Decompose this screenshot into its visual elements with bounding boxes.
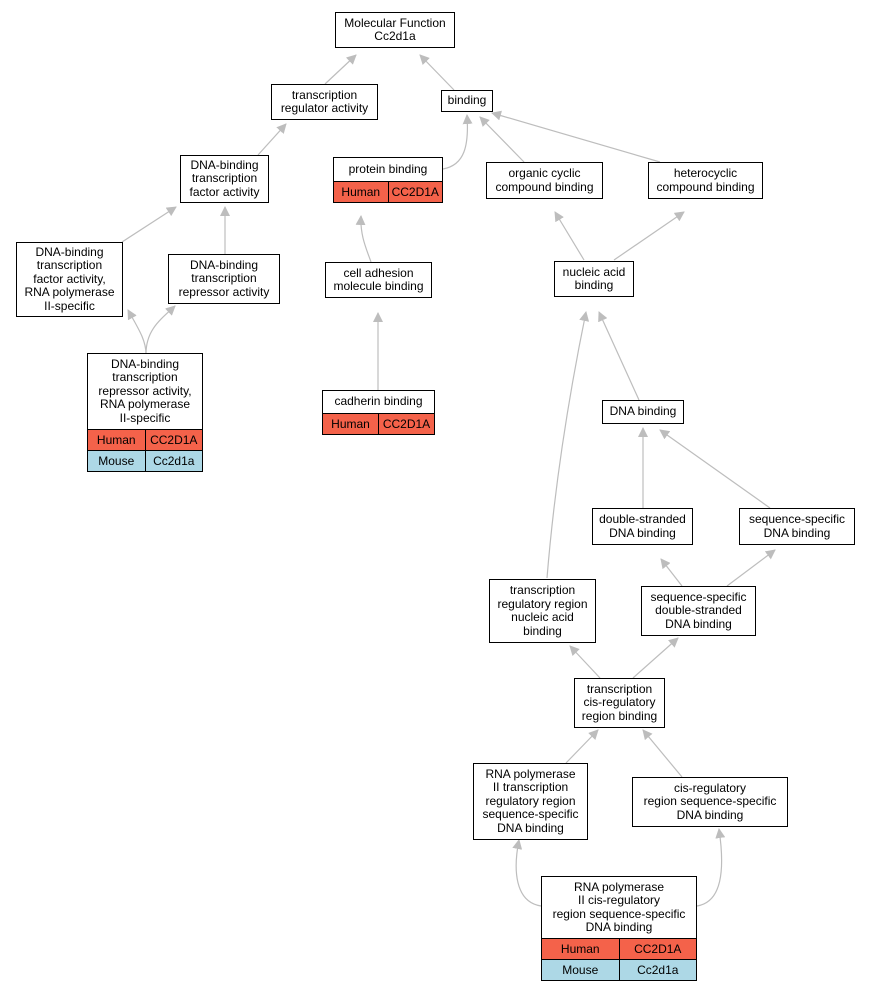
- node-label: cell adhesion molecule binding: [333, 265, 424, 293]
- edge-tcrrb-trrnab: [569, 645, 601, 679]
- node-binding[interactable]: binding: [441, 90, 493, 112]
- node-label: cis-regulatory region sequence-specific …: [643, 780, 777, 822]
- node-dna-binding-transcription-factor-activity[interactable]: DNA-binding transcription factor activit…: [180, 155, 269, 203]
- node-label: organic cyclic compound binding: [495, 166, 594, 194]
- annotation-row-human: Human CC2D1A: [334, 181, 442, 202]
- node-heterocyclic-compound-binding[interactable]: heterocyclic compound binding: [648, 162, 763, 199]
- node-dna-binding-repressor-rnap2[interactable]: DNA-binding transcription repressor acti…: [87, 353, 203, 472]
- node-sequence-specific-double-stranded-dna-binding[interactable]: sequence-specific double-stranded DNA bi…: [641, 586, 756, 636]
- node-label: binding: [447, 93, 487, 108]
- species-cell: Human: [96, 433, 136, 447]
- node-label: DNA-binding transcription factor activit…: [24, 244, 115, 313]
- node-label: DNA-binding transcription repressor acti…: [98, 356, 192, 425]
- edge-crrss-tcrrb: [642, 729, 683, 778]
- edge-ssdsdna-ssdna: [726, 549, 776, 587]
- edge-tcrrb-ssdsdna: [632, 637, 679, 679]
- edge-ocb-binding: [479, 116, 525, 163]
- node-label: DNA-binding transcription repressor acti…: [178, 257, 270, 299]
- node-dna-binding-tf-activity-rnap2[interactable]: DNA-binding transcription factor activit…: [16, 242, 123, 317]
- edge-camb-protein: [355, 215, 372, 263]
- gene-cell: Cc2d1a: [144, 451, 203, 471]
- node-label: Molecular Function Cc2d1a: [344, 15, 446, 43]
- edge-dbtfa-rnap2-dbtfa: [121, 206, 177, 243]
- node-rnap2-transcription-regulatory-region-binding[interactable]: RNA polymerase II transcription regulato…: [473, 763, 588, 840]
- node-molecular-function[interactable]: Molecular Function Cc2d1a: [335, 12, 455, 48]
- edge-nab-ocb: [554, 211, 585, 261]
- node-label: protein binding: [348, 161, 428, 176]
- edge-protein-binding: [442, 114, 473, 170]
- species-cell: Human: [560, 942, 600, 956]
- edge-hcb-binding: [491, 110, 661, 163]
- node-label: DNA-binding transcription factor activit…: [189, 157, 260, 199]
- gene-cell: CC2D1A: [144, 430, 203, 450]
- node-transcription-regulatory-region-nucleic-acid-binding[interactable]: transcription regulatory region nucleic …: [489, 579, 596, 643]
- node-transcription-regulator-activity[interactable]: transcription regulator activity: [271, 84, 378, 120]
- node-cadherin-binding[interactable]: cadherin binding Human CC2D1A: [322, 390, 435, 435]
- node-label: sequence-specific double-stranded DNA bi…: [650, 589, 747, 631]
- edge-rnap2cr-rnap2trr: [512, 839, 542, 907]
- node-label: transcription regulatory region nucleic …: [497, 583, 588, 638]
- gene-cell: CC2D1A: [618, 939, 697, 959]
- node-label: DNA binding: [609, 404, 677, 419]
- gene-cell: CC2D1A: [387, 182, 443, 202]
- node-label: transcription cis-regulatory region bind…: [581, 681, 658, 723]
- node-label: nucleic acid binding: [562, 264, 626, 292]
- node-dna-binding[interactable]: DNA binding: [602, 400, 684, 424]
- node-sequence-specific-dna-binding[interactable]: sequence-specific DNA binding: [739, 508, 855, 545]
- edge-binding-mf: [419, 54, 455, 91]
- node-protein-binding[interactable]: protein binding Human CC2D1A: [333, 157, 443, 203]
- node-rnap2-cis-regulatory-region-binding[interactable]: RNA polymerase II cis-regulatory region …: [541, 876, 697, 981]
- edge-ssdna-dnab: [659, 429, 771, 509]
- node-cis-regulatory-region-sequence-specific-dna-binding[interactable]: cis-regulatory region sequence-specific …: [632, 777, 788, 827]
- gene-cell: Cc2d1a: [618, 960, 697, 980]
- edge-rnap2trr-tcrrb: [565, 729, 599, 764]
- species-cell: Mouse: [98, 454, 135, 468]
- edge-rnap2cr-crrss: [696, 828, 726, 907]
- edge-dbtfa-tra: [257, 123, 287, 156]
- node-label: transcription regulator activity: [280, 87, 369, 115]
- annotation-row-human: Human CC2D1A: [542, 938, 696, 959]
- edge-tra-mf: [324, 54, 357, 85]
- node-label: cadherin binding: [334, 394, 423, 409]
- edge-nab-hcb: [613, 211, 685, 261]
- species-cell: Human: [331, 417, 370, 431]
- node-dna-binding-transcription-repressor-activity[interactable]: DNA-binding transcription repressor acti…: [168, 254, 280, 304]
- node-organic-cyclic-compound-binding[interactable]: organic cyclic compound binding: [486, 162, 603, 199]
- node-double-stranded-dna-binding[interactable]: double-stranded DNA binding: [592, 508, 693, 545]
- node-label: double-stranded DNA binding: [599, 512, 686, 540]
- annotation-row-human: Human CC2D1A: [323, 413, 434, 434]
- node-transcription-cis-regulatory-region-binding[interactable]: transcription cis-regulatory region bind…: [574, 678, 665, 728]
- node-cell-adhesion-molecule-binding[interactable]: cell adhesion molecule binding: [325, 262, 432, 298]
- annotation-row-mouse: Mouse Cc2d1a: [88, 450, 202, 471]
- annotation-row-human: Human CC2D1A: [88, 429, 202, 450]
- species-cell: Human: [341, 185, 381, 199]
- node-label: RNA polymerase II transcription regulato…: [482, 766, 579, 835]
- annotation-row-mouse: Mouse Cc2d1a: [542, 959, 696, 980]
- node-label: sequence-specific DNA binding: [748, 512, 846, 540]
- gene-cell: CC2D1A: [378, 414, 434, 434]
- edge-dbtra-rnap2-dbtfa-rnap2: [127, 309, 147, 355]
- node-label: heterocyclic compound binding: [656, 166, 755, 194]
- node-nucleic-acid-binding[interactable]: nucleic acid binding: [554, 261, 634, 297]
- node-label: RNA polymerase II cis-regulatory region …: [552, 879, 686, 934]
- edge-dbtra-rnap2-dbtra: [145, 305, 176, 355]
- edge-trrnab-nab: [546, 311, 590, 579]
- edge-ssdsdna-dsdna: [660, 558, 683, 587]
- edge-dnab-nab: [598, 311, 640, 401]
- species-cell: Mouse: [562, 963, 599, 977]
